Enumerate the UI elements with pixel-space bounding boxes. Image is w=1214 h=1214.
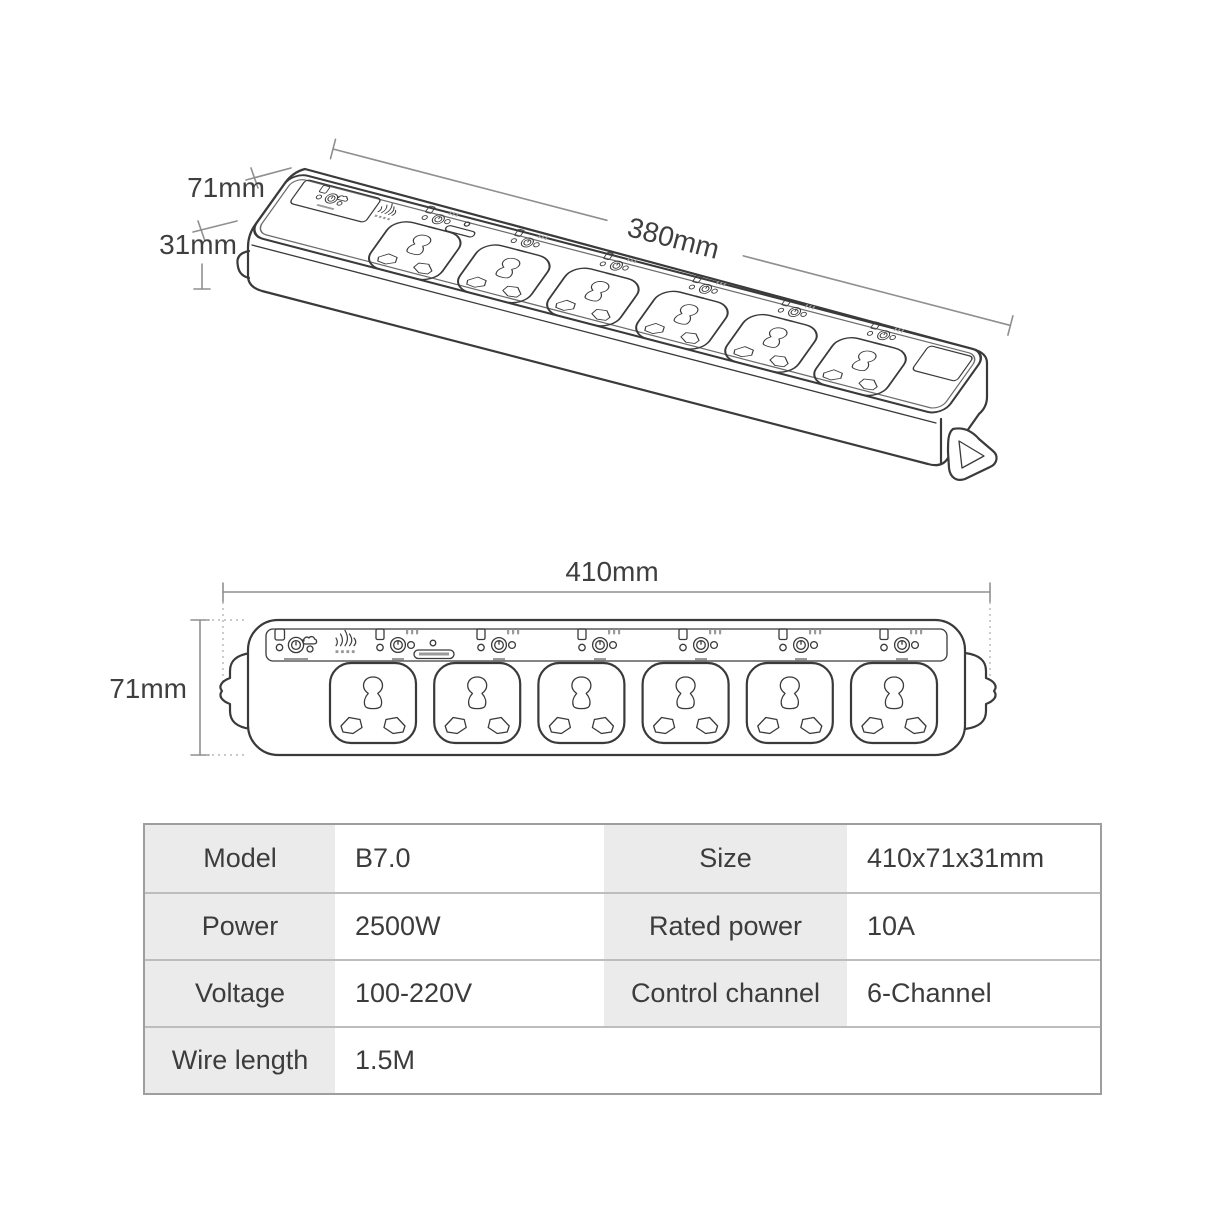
- front-height-dimension: 71mm: [109, 619, 246, 756]
- thickness-dimension: 31mm: [159, 229, 237, 290]
- rated-power-label: Rated power: [604, 892, 847, 959]
- front-width-label: 410mm: [565, 556, 658, 587]
- isometric-view: 71mm 31mm 380mm: [159, 138, 1014, 481]
- front-seam-line: [251, 244, 937, 424]
- right-mount-hook: [946, 427, 998, 481]
- voltage-label: Voltage: [145, 959, 335, 1026]
- power-value: 2500W: [335, 892, 604, 959]
- wire-length-value: 1.5M: [335, 1026, 604, 1093]
- control-panel-outline: [265, 628, 948, 662]
- front-width-dimension: 410mm: [222, 556, 991, 685]
- reset-hole: [463, 221, 471, 227]
- left-mount-tab: [236, 249, 251, 280]
- empty-label-cell: [604, 1026, 847, 1093]
- wire-length-label: Wire length: [145, 1026, 335, 1093]
- right-ear: [963, 651, 997, 731]
- width-dimension: 71mm: [187, 167, 292, 242]
- iso-length-label: 380mm: [624, 211, 722, 265]
- front-height-label: 71mm: [109, 673, 187, 704]
- iso-height-label: 71mm: [187, 172, 265, 203]
- model-label: Model: [145, 825, 335, 892]
- power-label: Power: [145, 892, 335, 959]
- right-mount-hook-inner: [958, 440, 985, 469]
- control-channel-label: Control channel: [604, 959, 847, 1026]
- model-value: B7.0: [355, 843, 411, 873]
- label-plate: [444, 225, 476, 238]
- end-label-plate: [912, 345, 973, 382]
- front-view: 410mm 71mm: [109, 556, 997, 757]
- control-panel-outline: [290, 179, 381, 223]
- size-label: Size: [604, 825, 847, 892]
- iso-thickness-label: 31mm: [159, 229, 237, 260]
- voltage-value: 100-220V: [335, 959, 604, 1026]
- control-channel-value: 6-Channel: [847, 959, 1100, 1026]
- reset-hole: [429, 639, 437, 647]
- left-ear: [219, 651, 253, 731]
- rated-power-value: 10A: [847, 892, 1100, 959]
- empty-value-cell: [847, 1026, 1100, 1093]
- power-strip-body-isometric: [246, 167, 989, 467]
- size-value: 410x71x31mm: [867, 843, 1045, 873]
- label-plate: [413, 649, 455, 660]
- spec-table: Model B7.0 Size 410x71x31mm Power 2500W …: [143, 823, 1102, 1095]
- top-face: [253, 174, 982, 414]
